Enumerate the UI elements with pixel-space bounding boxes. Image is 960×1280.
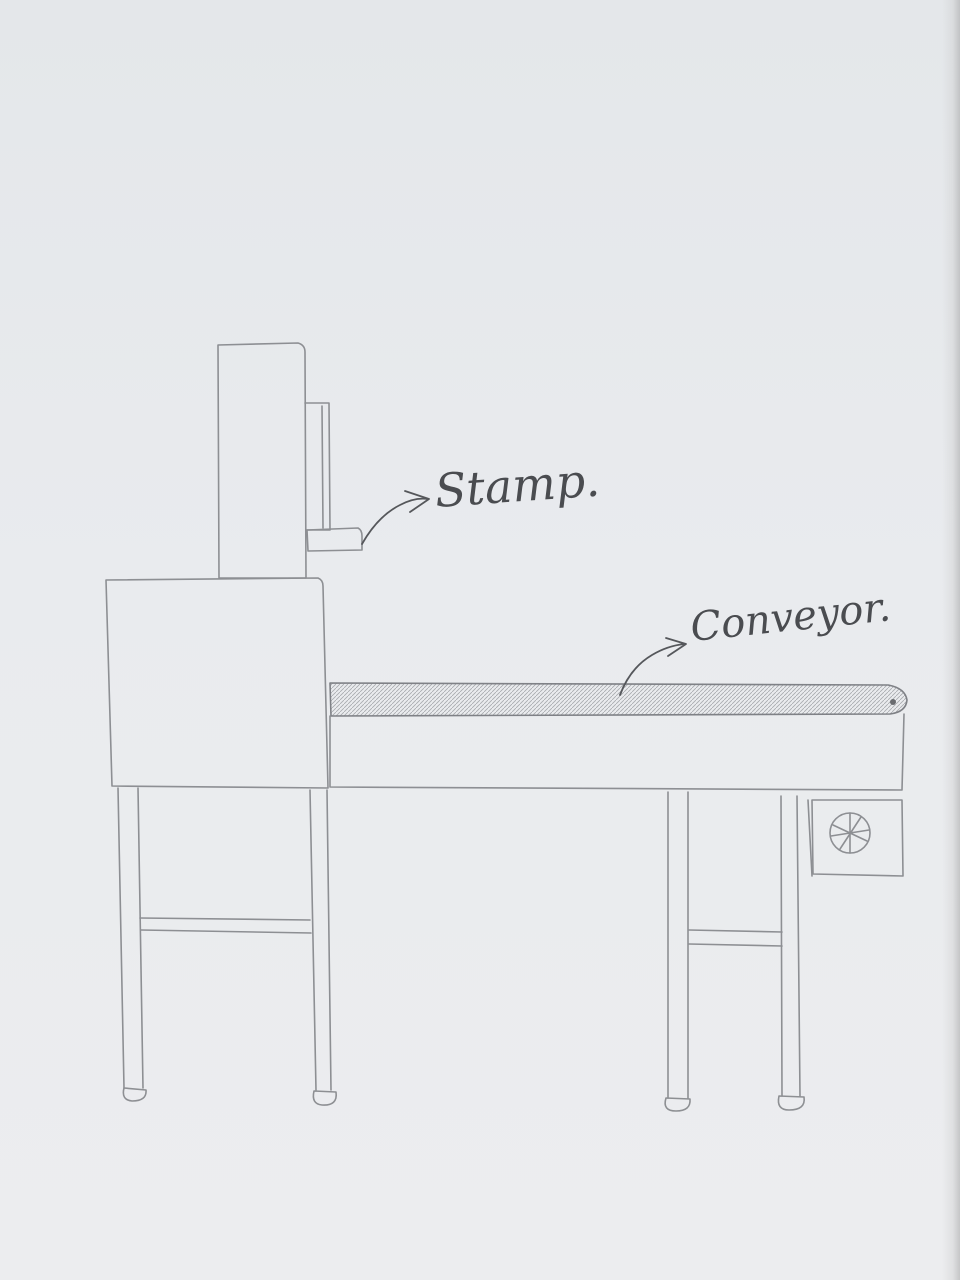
conveyor-roller-dot [890,699,896,705]
left-rear-leg [310,790,331,1090]
conveyor-belt [330,683,907,716]
conveyor-front-foot [665,1098,690,1111]
stamp-arm-inner-line [322,406,323,528]
left-front-leg [118,788,143,1088]
left-rear-foot [313,1091,336,1105]
stamp-arm [305,403,330,530]
conveyor-rear-leg [781,796,800,1096]
conveyor-rear-foot [778,1096,804,1110]
left-cross-brace [140,918,311,933]
machine-body [106,578,328,788]
stamp-label: Stamp. [433,453,601,518]
conveyor-frame [330,714,904,790]
stamp-head [307,528,362,551]
conveyor-front-leg [668,792,688,1098]
motor-housing [812,800,903,876]
left-front-foot [123,1088,146,1101]
stamp-tower [218,343,306,578]
conveyor-cross-brace [689,930,782,946]
motor-wheel-icon [830,813,870,853]
conveyor-label: Conveyor. [688,584,893,651]
